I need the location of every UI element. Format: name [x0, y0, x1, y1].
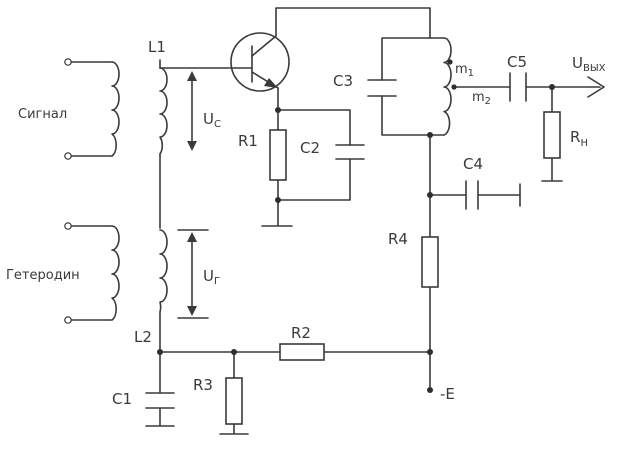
resistor-r1: [269, 129, 287, 181]
label-l2: L2: [134, 328, 152, 346]
label-c2: C2: [300, 139, 320, 157]
label-rh: RН: [570, 128, 588, 149]
label-r1: R1: [238, 132, 258, 150]
inductor-heterodyne-input: [67, 225, 120, 321]
inductor-l2: [159, 229, 168, 313]
label-c1: C1: [112, 390, 132, 408]
resistor-r3: [225, 377, 243, 425]
capacitor-c3: [367, 79, 397, 97]
capacitor-c1: [145, 392, 175, 409]
inductor-l1: [159, 67, 168, 155]
label-r4: R4: [388, 230, 408, 248]
label-c5: C5: [507, 53, 527, 71]
label-r2: R2: [291, 324, 311, 342]
transistor-symbol: [230, 32, 290, 92]
capacitor-c5: [509, 72, 527, 102]
resistor-r4: [421, 236, 439, 288]
label-m1: m1: [455, 62, 474, 79]
label-supply: -E: [440, 385, 455, 403]
capacitor-c4: [465, 180, 479, 210]
label-c4: C4: [463, 155, 483, 173]
label-signal: Сигнал: [18, 107, 67, 122]
junction-dots: [157, 59, 555, 393]
capacitor-c2: [335, 144, 365, 160]
label-ug: UГ: [203, 267, 220, 287]
label-heterodyne: Гетеродин: [6, 268, 80, 283]
voltage-arrow-ug: [177, 229, 209, 319]
label-c3: C3: [333, 72, 353, 90]
output-arrow: [587, 76, 605, 98]
label-l1: L1: [148, 38, 166, 56]
voltage-arrow-uc: [187, 71, 197, 151]
inductor-output-tank: [429, 37, 452, 136]
input-terminals: [64, 58, 72, 324]
inductor-signal-input: [67, 61, 120, 157]
label-uc: UC: [203, 110, 221, 130]
ground-symbols: [145, 180, 563, 435]
label-r3: R3: [193, 376, 213, 394]
resistor-rh: [543, 111, 561, 159]
label-m2: m2: [472, 90, 491, 107]
resistor-r2: [279, 343, 325, 361]
wires: [159, 7, 601, 434]
label-uout: UВЫХ: [572, 54, 606, 74]
